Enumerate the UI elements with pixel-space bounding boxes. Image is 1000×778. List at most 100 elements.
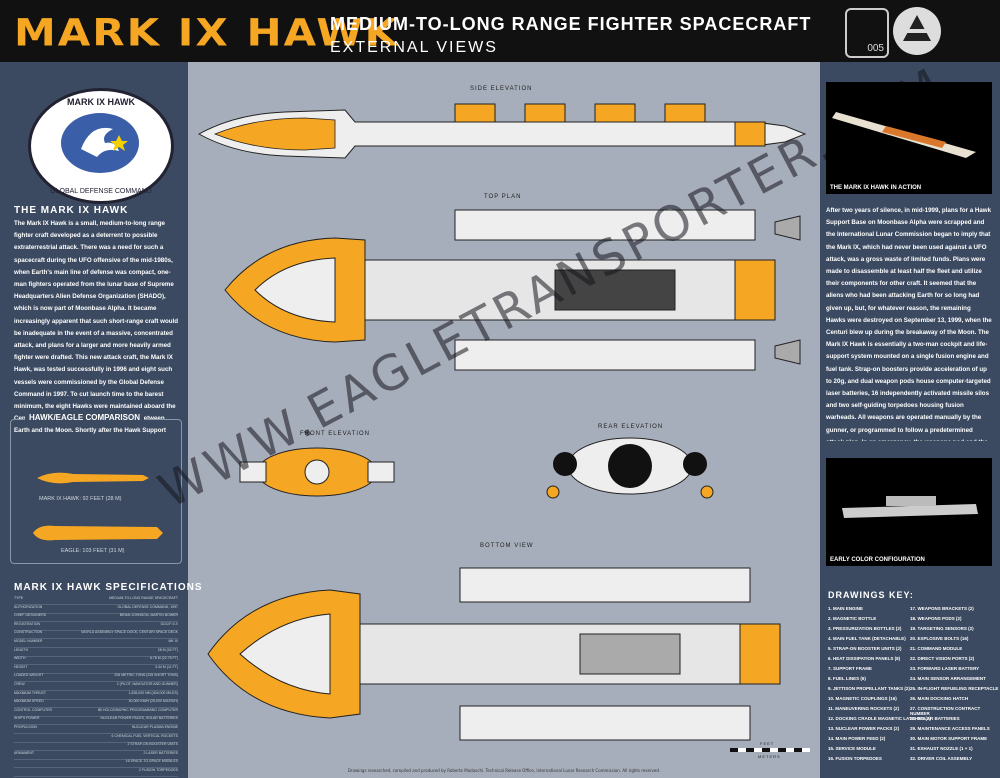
spec-row: LENGTH 28 M (92 FT) xyxy=(14,648,178,657)
key-item: 27. CONSTRUCTION CONTRACT NUMBER xyxy=(910,706,981,716)
spec-value: BRIAN JOHNSON, MARTIN BOWER xyxy=(119,613,178,618)
spec-label: HEIGHT xyxy=(14,664,28,669)
key-item: 12. DOCKING CRADLE MAGNETIC LATCHES (2) xyxy=(828,716,931,721)
hawk-in-action-photo: THE MARK IX HAWK IN ACTION xyxy=(826,82,992,194)
spec-label: MAXIMUM THRUST xyxy=(14,690,47,695)
key-item: 18. WEAPONS PODS (2) xyxy=(910,616,962,621)
key-item: 25. IN-FLIGHT REFUELING RECEPTACLE xyxy=(910,686,999,691)
right-text: After two years of silence, in mid-1999,… xyxy=(826,207,992,441)
key-item: 15. SERVICE MODULE xyxy=(828,746,876,751)
spec-value: GDC/F-9-X xyxy=(160,621,179,626)
footer: Drawings researched, compiled and produc… xyxy=(188,762,820,778)
spec-value: WORLD ASSEMBLY SPACE DOCK, CENTURI SPACE… xyxy=(81,630,178,635)
page-title: MARK IX HAWK xyxy=(14,10,400,55)
photo-caption-2: EARLY COLOR CONFIGURATION xyxy=(826,554,992,566)
page-subtitle: MEDIUM-TO-LONG RANGE FIGHTER SPACECRAFT xyxy=(330,14,812,34)
bottom-view-label: BOTTOM VIEW xyxy=(480,543,534,549)
header-bar: MARK IX HAWK MEDIUM-TO-LONG RANGE FIGHTE… xyxy=(0,0,1000,62)
front-elevation-label: FRONT ELEVATION xyxy=(300,431,371,437)
plate-number-box: 005 xyxy=(845,8,889,58)
spec-label: CONTROL COMPUTER xyxy=(14,707,52,712)
spec-row: CREW 2 (PILOT, NAVIGATOR AND GUNNER) xyxy=(14,682,178,691)
rear-elevation-drawing xyxy=(546,437,714,499)
spec-label: LENGTH xyxy=(14,647,29,652)
drawings-key-heading: DRAWINGS KEY: xyxy=(828,590,914,600)
key-item: 3. PRESSURIZATION BOTTLES (2) xyxy=(828,626,902,631)
key-item: 16. FUSION TORPEDOES xyxy=(828,756,882,761)
spec-row: AUTHORIZATION GLOBAL DEFENSE COMMAND, 199… xyxy=(14,605,178,614)
eagle-silhouette-icon xyxy=(33,525,163,541)
spec-row: CONSTRUCTION WORLD ASSEMBLY SPACE DOCK, C… xyxy=(14,630,178,640)
early-color-photo: EARLY COLOR CONFIGURATION xyxy=(826,458,992,566)
spec-value: 28 M (92 FT) xyxy=(157,647,178,652)
key-item: 6. HEAT DISSIPATION PANELS (8) xyxy=(828,656,901,661)
top-plan-label: TOP PLAN xyxy=(484,194,522,200)
spec-value: IBI HOLOGRAPHIC PROGRAMMING COMPUTER xyxy=(97,707,178,712)
key-item: 23. FORWARD LASER BATTERY xyxy=(910,666,980,671)
eagle-caption: EAGLE: 103 FEET (31 M) xyxy=(61,548,125,554)
hawk-caption: MARK IX HAWK: 92 FEET (28 M) xyxy=(39,496,122,502)
spec-row: HEIGHT 3.34 M (11 FT) xyxy=(14,665,178,674)
about-text: The Mark IX Hawk is a small, medium-to-l… xyxy=(14,220,178,435)
spec-row: WIDTH 6.78 M (22.75 FT) xyxy=(14,656,178,666)
top-plan-drawing xyxy=(224,209,801,371)
eagle-emblem-icon xyxy=(61,113,139,173)
spec-row: SHIP'S POWER NUCLEAR POWER PACKS, SOLAR B… xyxy=(14,716,178,726)
specs-heading: MARK IX HAWK SPECIFICATIONS xyxy=(14,582,203,593)
key-item: 29. MAINTENANCE ACCESS PANELS xyxy=(910,726,990,731)
key-item: 26. MAIN DOCKING HATCH xyxy=(910,696,969,701)
spec-value: 2 FUSION TORPEDOES xyxy=(139,768,178,772)
key-item: 13. NUCLEAR POWER PACKS (2) xyxy=(828,726,900,731)
key-item: 9. JETTISON PROPELLANT TANKS (2) xyxy=(828,686,910,691)
spec-label: SHIP'S POWER xyxy=(14,716,40,721)
rear-elevation-label: REAR ELEVATION xyxy=(598,424,664,430)
spec-label: MAXIMUM SPEED xyxy=(14,699,44,704)
key-item: 5. STRAP-ON BOOSTER UNITS (2) xyxy=(828,646,902,651)
key-item: 24. MAIN SENSOR ARRANGEMENT xyxy=(910,676,986,681)
spec-label: CHIEF DESIGNERS xyxy=(14,613,47,618)
spec-value: 3.34 M (11 FT) xyxy=(155,664,178,669)
spec-row: 2 STRAP-ON BOOSTER UNITS xyxy=(14,742,178,752)
spec-value: 16 SPACE-TO-SPACE MISSILES xyxy=(125,759,178,764)
spec-label: PROPULSION xyxy=(14,725,37,729)
spec-row: MAXIMUM SPEED 40,000 KM/H (25,000 MILES/H… xyxy=(14,699,178,709)
spec-label: TYPE xyxy=(14,596,24,600)
key-item: 1. MAIN ENGINE xyxy=(828,606,864,611)
key-item: 28. SOLAR BATTERIES xyxy=(910,716,960,721)
spec-value: NUCLEAR POWER PACKS, SOLAR BATTERIES xyxy=(100,716,178,721)
key-item: 7. SUPPORT FRAME xyxy=(828,666,873,671)
spec-label: MODEL NUMBER xyxy=(14,639,43,643)
side-elevation-drawing xyxy=(197,103,807,159)
key-item: 14. MAIN POWER FEED (2) xyxy=(828,736,886,741)
spec-label: CREW xyxy=(14,682,25,686)
spec-value: MEDIUM-TO-LONG RANGE SPACECRAFT xyxy=(109,596,178,600)
spec-value: NUCLEAR PLASMA ENGINE xyxy=(131,725,178,729)
key-item: 17. WEAPONS BRACKETS (2) xyxy=(910,606,974,611)
spec-value: GLOBAL DEFENSE COMMAND, 1997 xyxy=(117,604,178,609)
spec-row: 2 FUSION TORPEDOES xyxy=(14,768,178,777)
spec-row: PROPULSION NUCLEAR PLASMA ENGINE xyxy=(14,725,178,734)
key-item: 11. MANEUVERING ROCKETS (2) xyxy=(828,706,900,711)
key-item: 31. EXHAUST NOZZLE (1 + 1) xyxy=(910,746,973,751)
footer-credits: Drawings researched, compiled and produc… xyxy=(347,768,661,773)
key-item: 20. EXPLOSIVE BOLTS (16) xyxy=(910,636,969,641)
emblem-icon xyxy=(893,7,941,55)
spec-value: 6.78 M (22.75 FT) xyxy=(149,656,178,661)
key-item: 22. DIRECT VISION PORTS (2) xyxy=(910,656,975,661)
spec-label: AUTHORIZATION xyxy=(14,604,43,609)
spec-row: TYPE MEDIUM-TO-LONG RANGE SPACECRAFT xyxy=(14,596,178,605)
spec-value: 206 METRIC TONS (235 SHORT TONS) xyxy=(114,673,178,678)
spec-label: CONSTRUCTION xyxy=(14,630,43,635)
key-item: 32. DRIVER COIL ASSEMBLY xyxy=(910,756,973,761)
spec-label: REGISTRATION xyxy=(14,621,40,626)
spec-value: 40,000 KM/H (25,000 MILES/H) xyxy=(128,699,178,704)
spec-label: WIDTH xyxy=(14,656,26,661)
spec-value: 2 (PILOT, NAVIGATOR AND GUNNER) xyxy=(116,682,178,686)
key-item: 2. MAGNETIC BOTTLE xyxy=(828,616,877,621)
spec-row: 6 CHEMICAL FUEL VERTICAL ROCKETS xyxy=(14,734,178,743)
spec-row: 16 SPACE-TO-SPACE MISSILES xyxy=(14,759,178,769)
badge-bottom-text: GLOBAL DEFENSE COMMAND xyxy=(50,188,152,195)
